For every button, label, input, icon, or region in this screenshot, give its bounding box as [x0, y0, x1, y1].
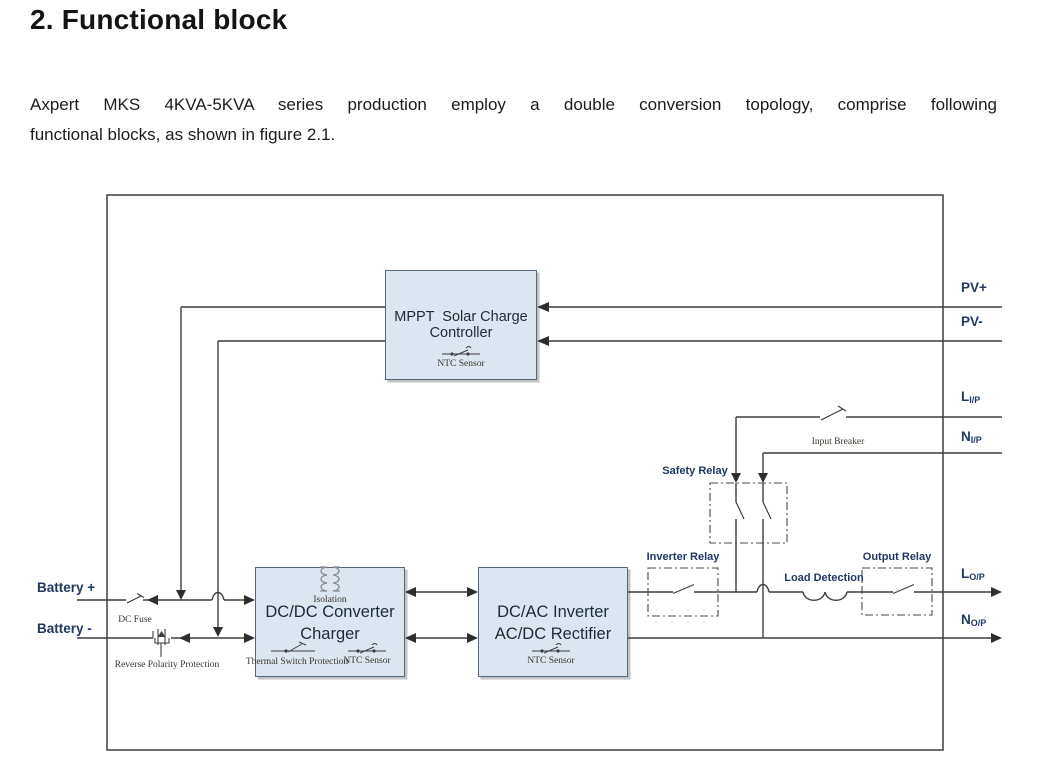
arrow-dclink-top-right [467, 587, 478, 597]
relay-boxes [647, 482, 933, 617]
reverse-polarity-mosfet-symbol [152, 629, 170, 657]
arrow-left-battery-plus [147, 595, 158, 605]
label-dcdc-ntc-sensor: NTC Sensor [343, 656, 391, 666]
intro-paragraph: Axpert MKS 4KVA-5KVA series production e… [30, 90, 997, 150]
dcac-ntc-sensor-icon [532, 643, 570, 654]
arrow-into-safety-relay-right [758, 473, 768, 483]
arrowheads [147, 302, 1002, 643]
terminal-label-l-ip: LI/P [961, 389, 980, 405]
arrow-charge-to-battery-plus [176, 590, 186, 600]
terminal-label-pv-plus: PV+ [961, 280, 987, 295]
isolation-transformer-icon [320, 566, 340, 592]
label-output-relay: Output Relay [862, 551, 932, 563]
label-isolation: Isolation [313, 595, 347, 605]
terminal-n-op-sub: O/P [970, 618, 987, 628]
arrow-right-into-dcdc-bottom [244, 633, 255, 643]
terminal-n-ip-sub: I/P [970, 435, 982, 445]
thermal-switch-icon [271, 641, 315, 653]
arrow-into-mppt-top [537, 302, 549, 312]
terminal-l-op-sub: O/P [969, 572, 985, 582]
label-dcac-ntc-sensor: NTC Sensor [527, 656, 575, 666]
arrow-into-safety-relay-left [731, 473, 741, 483]
dcdc-block-title-line2: Charger [300, 625, 360, 643]
terminal-n-ip-main: N [961, 429, 971, 444]
page-title: 2. Functional block [30, 4, 288, 35]
l-output-line [628, 583, 992, 601]
label-load-detection: Load Detection [784, 572, 864, 584]
inverter-relay-box [647, 567, 719, 617]
label-inverter-relay: Inverter Relay [646, 551, 720, 563]
block-dcac-inverter-rectifier: DC/AC Inverter AC/DC Rectifier [478, 567, 628, 677]
dcdc-ntc-sensor-icon [348, 643, 386, 654]
dc-fuse-symbol [126, 592, 145, 604]
output-relay-switch-icon [892, 583, 915, 595]
mppt-ntc-sensor-icon [442, 346, 480, 357]
diagram-lines [77, 194, 1002, 751]
safety-relay-switch-icons [735, 483, 772, 638]
terminal-n-op-main: N [961, 612, 971, 627]
arrow-charge-to-battery-minus [213, 627, 223, 637]
label-reverse-polarity-protection: Reverse Polarity Protection [114, 660, 220, 670]
terminal-label-l-op: LO/P [961, 566, 985, 582]
load-detection-coil-icon [802, 591, 848, 601]
block-mppt-solar-charge-controller: MPPT Solar Charge Controller [385, 270, 537, 380]
arrow-dclink-bottom-left [405, 633, 416, 643]
input-breaker-symbol [820, 405, 847, 421]
arrow-left-battery-minus [179, 633, 190, 643]
terminal-l-op-main: L [961, 566, 970, 581]
safety-relay-box [709, 482, 788, 544]
dcac-block-title-line2: AC/DC Rectifier [494, 625, 612, 643]
battery-plus-line [77, 591, 245, 604]
terminal-label-pv-minus: PV- [961, 314, 983, 329]
terminal-label-n-op: NO/P [961, 612, 986, 628]
label-thermal-switch-protection: Thermal Switch Protection [245, 657, 349, 667]
label-dc-fuse: DC Fuse [118, 615, 152, 625]
arrow-n-output [991, 633, 1002, 643]
arrow-l-output [991, 587, 1002, 597]
block-dcdc-converter-charger: DC/DC Converter Charger [255, 567, 405, 677]
dcdc-block-title-line1: DC/DC Converter [265, 603, 395, 621]
n-input-line [762, 452, 1002, 474]
arrow-dclink-bottom-right [467, 633, 478, 643]
label-battery-minus: Battery - [37, 621, 92, 636]
line-hop [756, 583, 770, 593]
label-safety-relay: Safety Relay [662, 465, 728, 477]
mppt-block-title-line2: Controller [429, 325, 493, 341]
outer-boundary-rect [106, 194, 944, 751]
dcac-block-title-line1: DC/AC Inverter [497, 603, 609, 621]
charge-path-line-negative [217, 340, 385, 627]
arrow-into-mppt-bottom [537, 336, 549, 346]
arrow-dclink-top-left [405, 587, 416, 597]
intro-paragraph-line2: functional blocks, as shown in figure 2.… [30, 125, 336, 144]
l-input-line [735, 405, 1002, 474]
terminal-l-ip-sub: I/P [969, 395, 981, 405]
inverter-relay-switch-icon [672, 583, 695, 595]
mppt-block-title-line1: MPPT Solar Charge [394, 309, 528, 325]
charge-path-line-positive [180, 306, 385, 590]
label-mppt-ntc-sensor: NTC Sensor [437, 359, 485, 369]
terminal-label-n-ip: NI/P [961, 429, 982, 445]
label-input-breaker: Input Breaker [811, 437, 865, 447]
intro-paragraph-line1: Axpert MKS 4KVA-5KVA series production e… [30, 95, 997, 114]
label-battery-plus: Battery + [37, 580, 96, 595]
terminal-l-ip-main: L [961, 389, 970, 404]
arrow-right-into-dcdc-top [244, 595, 255, 605]
output-relay-box [861, 567, 933, 616]
